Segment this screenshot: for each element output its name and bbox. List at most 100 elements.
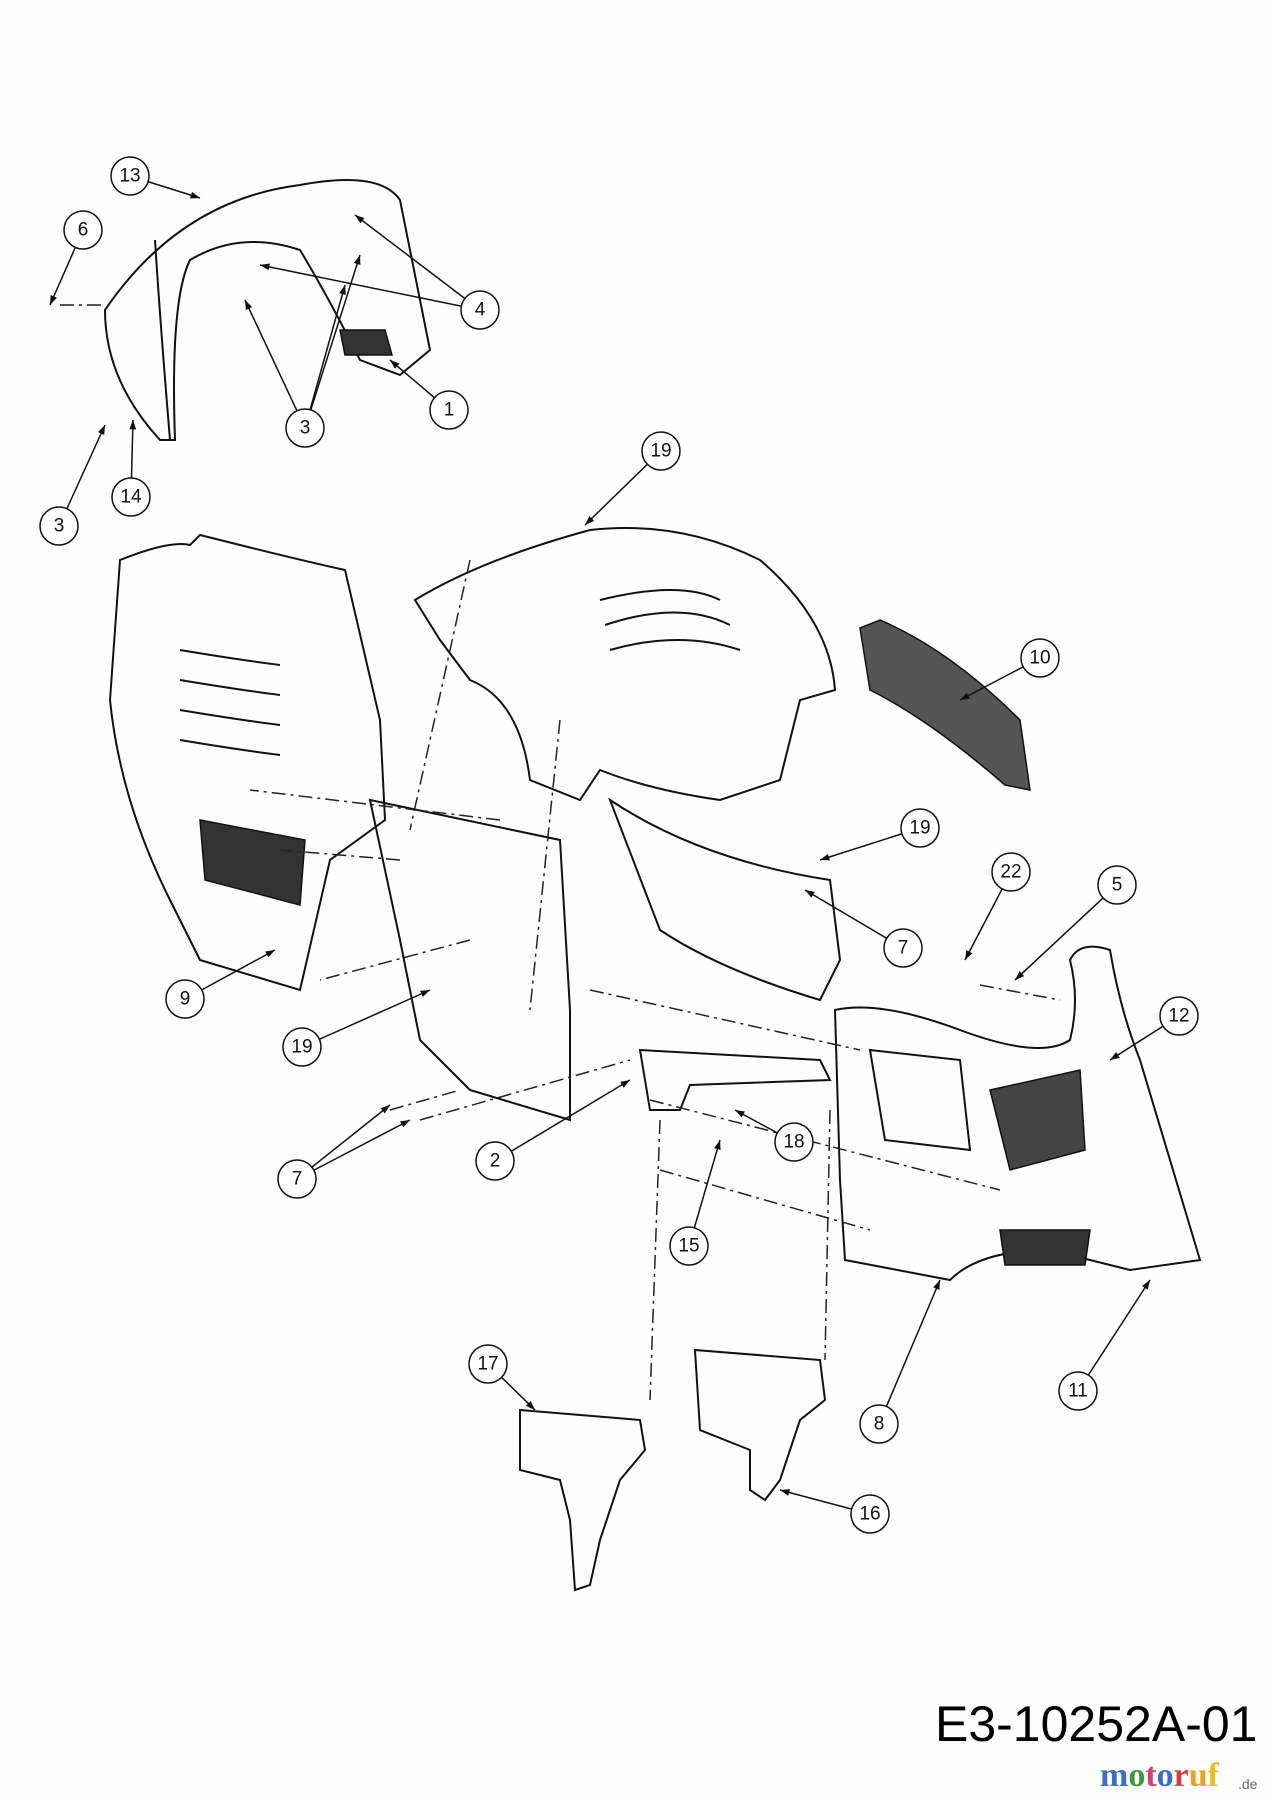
arrowhead-icon [420,990,430,997]
callout-2: 2 [475,1079,631,1181]
callout-4: 4 [259,214,500,330]
callout-16: 16 [779,1489,890,1534]
callout-circle [277,1159,317,1199]
leader-line [259,264,481,311]
callout-number: 6 [78,220,89,241]
arrowhead-icon [355,215,365,224]
callout-circle [429,390,469,430]
callout-number: 7 [898,938,909,959]
arrowhead-icon [380,1105,390,1114]
arrowhead-icon [960,692,970,700]
callout-circle [39,506,79,546]
callout-11: 11 [1058,1279,1151,1411]
arrowhead-icon [780,1489,790,1496]
arrowhead-icon [1015,971,1025,980]
callout-number: 17 [477,1354,498,1375]
callout-8: 8 [859,1279,941,1444]
callout-circle [1058,1371,1098,1411]
callout-22: 22 [964,852,1031,961]
callout-5: 5 [1014,865,1137,981]
leader-line [1077,1279,1151,1392]
callout-number: 5 [1112,875,1123,896]
callout-circle [468,1344,508,1384]
leader-line [1014,884,1118,981]
grille-insert [859,619,1031,791]
arrowhead-icon [265,950,275,958]
arrowhead-icon [339,285,346,295]
callout-circle [669,1226,709,1266]
arrowhead-icon [245,300,253,310]
watermark-tld: .de [1238,1776,1258,1792]
leader-line [244,299,306,429]
callout-circle [774,1122,814,1162]
callout-number: 10 [1029,648,1050,669]
leader-line [494,1079,631,1162]
callout-10: 10 [959,638,1060,701]
callout-circle [110,156,150,196]
callout-19: 19 [282,989,431,1067]
arrowhead-icon [820,853,830,861]
callout-number: 3 [54,516,65,537]
callout-18: 18 [734,1109,814,1162]
callout-number: 19 [291,1037,312,1058]
callout-number: 3 [300,418,311,439]
callout-6: 6 [49,210,103,306]
callout-number: 16 [859,1504,880,1525]
assembly-lines [60,304,1061,1401]
callout-circle [859,1404,899,1444]
leader-line [304,284,346,429]
callout-circle [165,979,205,1019]
callout-17: 17 [468,1344,536,1411]
rear-fender [103,179,432,441]
arrowhead-icon [260,263,270,271]
callout-number: 19 [650,441,671,462]
callout-circle [900,808,940,848]
arrowhead-icon [1142,1280,1150,1290]
callout-number: 9 [180,989,191,1010]
dash-panel [108,533,387,992]
callout-number: 18 [783,1132,804,1153]
arrowhead-icon [585,515,595,525]
callout-circle [285,408,325,448]
leader-line [296,1119,411,1180]
callout-19: 19 [584,431,681,526]
callout-number: 8 [874,1414,885,1435]
callout-circle [1020,638,1060,678]
callout-circle [1097,865,1137,905]
callout-circle [641,431,681,471]
drawing-code: E3-10252A-01 [935,1696,1258,1752]
front-nose [833,945,1202,1282]
support-bracket [638,1048,832,1111]
callout-circle [475,1141,515,1181]
callout-number: 1 [444,400,455,421]
watermark-logo: motoruf [1100,1757,1219,1794]
arrowhead-icon [805,890,815,898]
hood [413,527,837,802]
arrowhead-icon [129,420,137,430]
callout-number: 15 [678,1236,699,1257]
callout-circle [883,928,923,968]
callout-number: 7 [292,1169,303,1190]
callout-circle [111,477,151,517]
leader-line [878,1279,941,1425]
side-panel [368,797,842,1122]
arrowhead-icon [390,360,400,369]
callout-7: 7 [277,1104,411,1199]
arrowhead-icon [714,1140,721,1150]
callout-14: 14 [111,419,151,517]
callout-1: 1 [389,359,469,430]
callout-7: 7 [804,889,923,968]
callout-number: 2 [490,1151,501,1172]
callout-15: 15 [669,1139,721,1266]
callout-circle [282,1027,322,1067]
callout-number: 22 [1000,862,1021,883]
callout-9: 9 [165,949,276,1019]
callout-number: 19 [909,818,930,839]
arrowhead-icon [620,1080,630,1088]
callout-19: 19 [819,808,940,861]
callout-number: 12 [1168,1006,1189,1027]
arrowhead-icon [525,1400,535,1410]
callout-3: 3 [244,254,361,448]
